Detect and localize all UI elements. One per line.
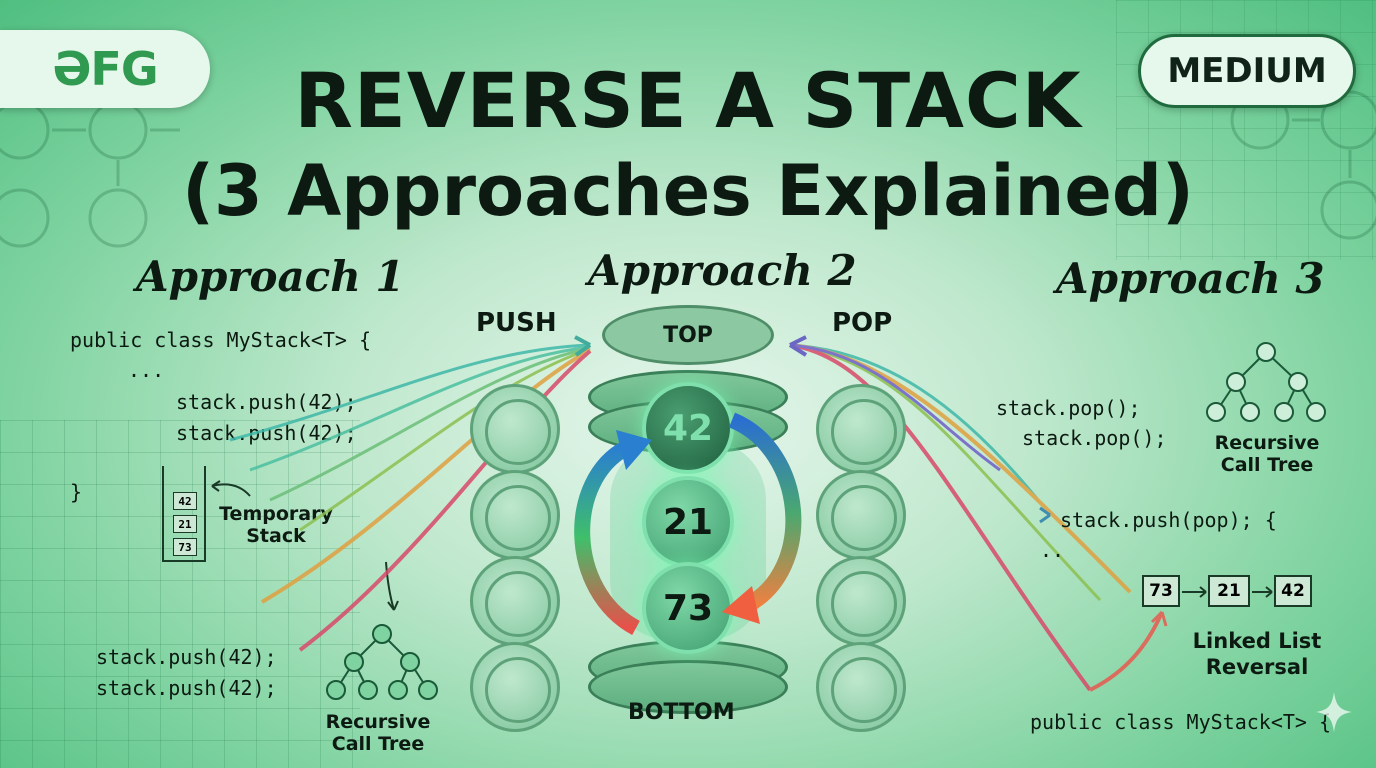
arrow-icon (1182, 586, 1207, 598)
arrow-icon (211, 480, 251, 497)
stack-cell: 42 (173, 492, 197, 510)
tree-label-line2: Call Tree (331, 733, 425, 755)
code-line: stack.push(42); (96, 676, 277, 700)
side-circle (816, 556, 906, 646)
stack-cell: 21 (173, 515, 197, 533)
tree-icon (326, 624, 438, 700)
page-title: REVERSE A STACK (294, 56, 1082, 145)
tree-icon (1206, 342, 1326, 422)
temporary-stack-diagram: 42 21 73 (162, 466, 206, 562)
side-circle (470, 384, 560, 474)
linked-list-node: 42 (1274, 575, 1312, 607)
grid-background-left (0, 420, 360, 768)
approach-2-heading: Approach 2 (588, 246, 857, 295)
linked-list-label: Linked List Reversal (1180, 628, 1334, 680)
linked-list-label-line2: Reversal (1205, 655, 1309, 679)
side-circle (816, 384, 906, 474)
side-circle (470, 470, 560, 560)
difficulty-label: MEDIUM (1167, 51, 1327, 91)
approach-3-heading: Approach 3 (1056, 254, 1325, 303)
stack-cell: 73 (173, 538, 197, 556)
stack-top-cap: TOP (602, 305, 774, 365)
recursive-tree-label-left: Recursive Call Tree (316, 711, 440, 755)
code-line: stack.pop(); (1022, 426, 1167, 450)
tree-label-line1: Recursive (1214, 432, 1320, 454)
code-line: stack.push(pop); { (1060, 508, 1277, 532)
stack-disc (588, 660, 788, 714)
linked-list-label-line1: Linked List (1192, 629, 1322, 653)
linked-list-node: 21 (1208, 575, 1250, 607)
code-line: } (70, 480, 83, 504)
stack-element: 21 (642, 476, 734, 568)
push-label: PUSH (476, 308, 557, 338)
linked-list-node: 73 (1142, 575, 1180, 607)
logo[interactable]: ƏFG (0, 30, 210, 108)
code-line: ... (128, 358, 165, 382)
recursive-tree-label-right: Recursive Call Tree (1202, 432, 1332, 476)
approach-1-heading: Approach 1 (136, 252, 405, 301)
arrow-down-icon (385, 561, 399, 611)
code-line: public class MyStack<T> { (1030, 710, 1332, 734)
side-circle (816, 642, 906, 732)
arrow-icon (1252, 586, 1273, 598)
code-line: .. (1040, 538, 1065, 562)
code-line: stack.pop(); (996, 396, 1141, 420)
code-line: public class MyStack<T> { (70, 328, 372, 352)
difficulty-badge: MEDIUM (1138, 34, 1356, 108)
top-label: TOP (663, 322, 713, 348)
page-subtitle: (3 Approaches Explained) (182, 150, 1194, 232)
stack-element: 73 (642, 562, 734, 654)
sparkle-icon (1316, 692, 1352, 732)
decorative-nodes-icon (0, 100, 180, 248)
swap-arrows-icon (574, 412, 802, 636)
side-circle (816, 470, 906, 560)
pop-label: POP (832, 308, 893, 338)
side-circle (470, 642, 560, 732)
logo-text: ƏFG (52, 42, 158, 96)
tree-label-line2: Call Tree (1220, 454, 1314, 476)
temporary-stack-label: Temporary Stack (214, 503, 338, 547)
stack-element-value: 42 (662, 407, 714, 449)
stack-element-value: 21 (662, 501, 714, 543)
tree-label-line1: Recursive (325, 711, 431, 733)
side-circle (470, 556, 560, 646)
code-line: stack.push(42); (96, 645, 277, 669)
temporary-label-line1: Temporary (219, 503, 333, 525)
bottom-label: BOTTOM (628, 700, 735, 725)
stack-element-value: 73 (662, 587, 714, 629)
temporary-label-line2: Stack (246, 525, 306, 547)
